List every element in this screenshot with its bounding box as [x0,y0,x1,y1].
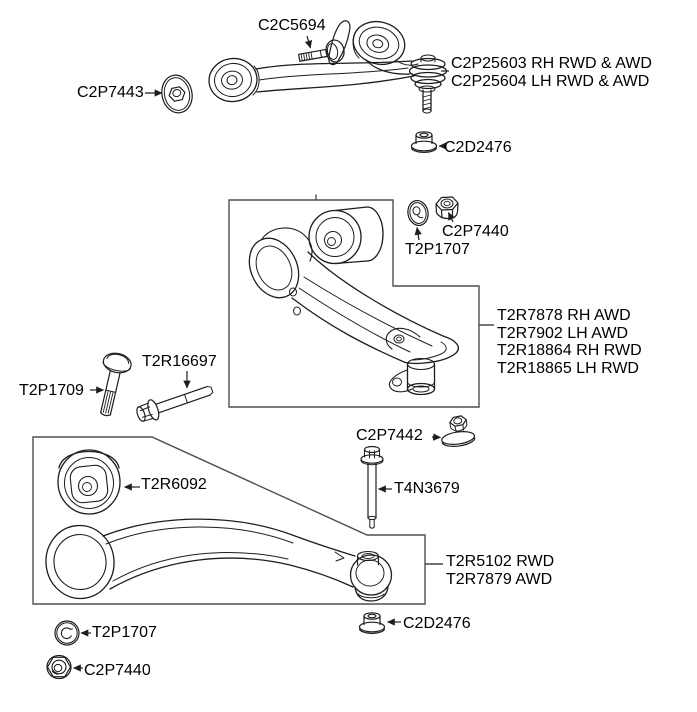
label-line: T2R7879 AWD [446,570,553,588]
rear-lower-arm-box [33,437,425,604]
label-line: T2R7902 LH AWD [497,324,629,342]
label-rear-balljoint-nut: C2D2476 [403,615,471,632]
label-line: T2R18865 LH RWD [497,359,639,377]
bolt-t4n3679-drawing [361,447,383,529]
leader-lines [72,36,495,672]
cam-washer-c2p7442-drawing [439,414,476,448]
front-lower-arm-box [229,195,479,408]
label-line: T2R5102 RWD [446,553,555,570]
washer-c2p7443-drawing [158,72,195,115]
label-front-lower-arm-variants: T2R7878 RH AWD T2R7902 LH AWD T2R18864 R… [497,307,642,377]
label-front-lower-bolt-long: T2R16697 [142,353,217,370]
label-upper-arm-bolt: C2C5694 [258,17,326,34]
label-front-lower-washer: T2P1707 [405,241,470,258]
label-rear-lower-nut: C2P7440 [84,662,151,679]
label-line: T2R18864 RH RWD [497,342,642,359]
nut-c2p7440-bottom-drawing [47,656,71,679]
bolt-c2c5694-drawing [299,21,350,65]
label-rear-lower-arm-variants: T2R5102 RWD T2R7879 AWD [446,553,554,588]
label-front-lower-bolt-short: T2P1709 [19,382,84,399]
label-line: C2P25603 RH RWD & AWD [451,55,652,72]
label-line: C2P25604 LH RWD & AWD [451,72,650,90]
label-rear-lower-cam-washer: C2P7442 [356,427,423,444]
bushing-t2r6092-drawing [58,450,120,514]
rear-lower-arm-drawing [42,519,391,602]
label-front-lower-nut: C2P7440 [442,223,509,240]
upper-control-arm-drawing [206,16,446,113]
nut-c2d2476-bottom-drawing [358,612,386,635]
nut-c2d2476-top-drawing [410,131,438,153]
label-rear-lower-bushing: T2R6092 [141,476,207,493]
label-upper-balljoint-nut: C2D2476 [444,139,512,156]
washer-t2p1707-bottom-drawing [55,621,79,645]
label-line: T2R7878 RH AWD [497,307,631,324]
label-upper-arm-variants: C2P25603 RH RWD & AWD C2P25604 LH RWD & … [451,55,652,90]
washer-t2p1707-mid-drawing [406,199,431,228]
nut-c2p7440-mid-drawing [436,197,458,219]
label-upper-arm-washer: C2P7443 [77,84,144,101]
bolt-t2p1709-drawing [91,351,133,419]
label-rear-lower-bolt: T4N3679 [394,480,460,497]
label-rear-lower-washer: T2P1707 [92,624,157,641]
front-lower-arm-drawing [240,207,458,395]
bolt-t2r16697-drawing [134,380,215,425]
